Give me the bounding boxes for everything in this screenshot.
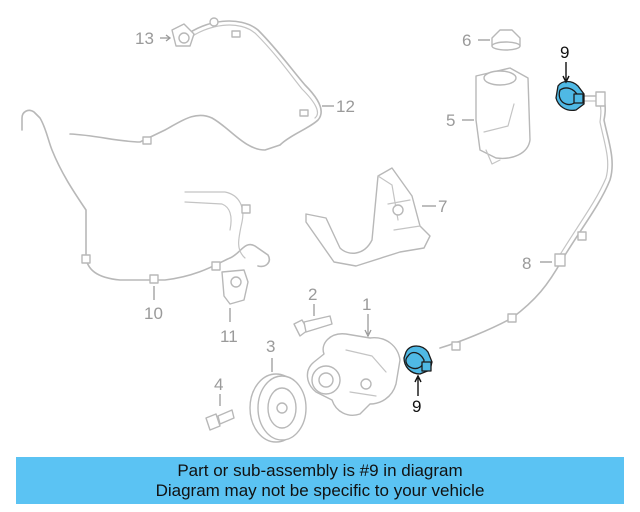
part-5-reservoir — [462, 67, 531, 165]
part-1-pump — [306, 314, 401, 416]
info-banner: Part or sub-assembly is #9 in diagram Di… — [16, 457, 624, 504]
callout-5: 5 — [446, 111, 455, 130]
banner-line-1: Part or sub-assembly is #9 in diagram — [177, 461, 463, 480]
callout-10: 10 — [144, 304, 163, 323]
part-10-return-line — [21, 109, 271, 284]
part-6-cap — [478, 29, 521, 51]
callout-2: 2 — [308, 285, 317, 304]
part-9-clamp-lower[interactable] — [403, 345, 433, 375]
banner-line-2: Diagram may not be specific to your vehi… — [155, 481, 485, 500]
callout-9-upper: 9 — [560, 43, 569, 62]
part-12-hose — [69, 17, 322, 151]
callout-7: 7 — [438, 197, 447, 216]
part-11-bracket — [221, 269, 249, 322]
callout-6: 6 — [462, 31, 471, 50]
callout-1: 1 — [362, 295, 371, 314]
callout-11: 11 — [220, 327, 238, 346]
part-7-pump-bracket — [305, 167, 436, 267]
callout-12: 12 — [336, 97, 355, 116]
callout-3: 3 — [266, 337, 275, 356]
callout-13: 13 — [135, 29, 154, 48]
callout-9-lower: 9 — [412, 397, 421, 416]
part-8-pressure-hose — [439, 91, 613, 351]
callout-4: 4 — [214, 375, 223, 394]
callout-8: 8 — [522, 254, 531, 273]
part-2-bolt — [293, 304, 333, 337]
part-4-bolt — [205, 394, 235, 431]
part-9-clamp-upper[interactable] — [555, 80, 585, 112]
part-3-pulley — [249, 358, 307, 443]
part-13-clip — [160, 23, 195, 47]
